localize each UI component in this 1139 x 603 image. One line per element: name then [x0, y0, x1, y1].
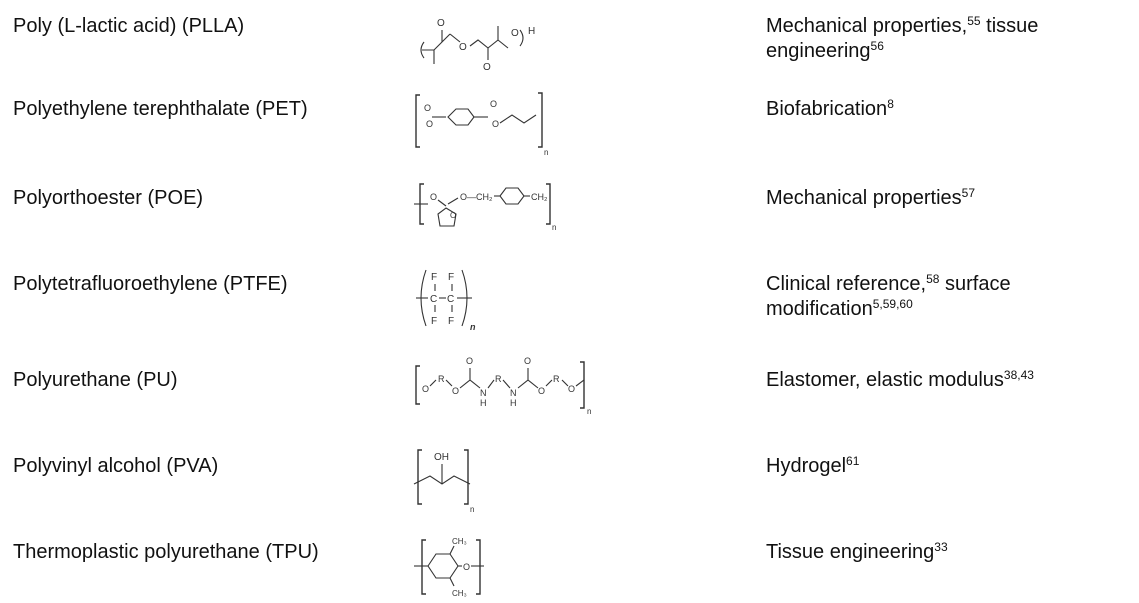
atom-h: H [510, 398, 517, 408]
atom-o: O [437, 18, 445, 29]
atom-o: O [450, 211, 456, 220]
polymer-name: Polyvinyl alcohol (PVA) [13, 455, 219, 477]
polymer-name: Polytetrafluoroethylene (PTFE) [13, 273, 288, 295]
atom-group: CH₃ [452, 537, 467, 546]
atom-o: O [459, 42, 467, 53]
atom-o: O [424, 103, 431, 113]
atom-r: R [553, 374, 560, 384]
atom-f: F [431, 272, 437, 283]
polymer-name: Thermoplastic polyurethane (TPU) [13, 541, 319, 563]
atom-o: O [452, 386, 459, 396]
atom-group: CH₃ [452, 589, 467, 598]
structure-poe: O O O—CH₂ CH₂ n [412, 176, 562, 243]
atom-o: O [490, 99, 497, 109]
table-row: Polytetrafluoroethylene (PTFE) F F C C F… [0, 269, 1139, 342]
application-text: Biofabrication8 [766, 97, 894, 120]
atom-o: O [483, 62, 491, 73]
atom-o: O [568, 384, 575, 394]
atom-r: R [438, 374, 445, 384]
polymer-name: Polyurethane (PU) [13, 369, 178, 391]
polymer-name: Poly (L-lactic acid) (PLLA) [13, 15, 245, 37]
atom-o: O [422, 384, 429, 394]
atom-o: O [538, 386, 545, 396]
application-text: Clinical reference,58 surface modificati… [766, 272, 1011, 320]
table-row: Polyorthoester (POE) O O O—CH₂ CH₂ n Mec… [0, 183, 1139, 256]
structure-ptfe: F F C C F F n [412, 264, 502, 341]
table-row: Thermoplastic polyurethane (TPU) CH₃ CH₃… [0, 537, 1139, 598]
polymer-name: Polyorthoester (POE) [13, 187, 204, 209]
atom-h: H [480, 398, 487, 408]
table-row: Polyethylene terephthalate (PET) O O O O… [0, 92, 1139, 167]
structure-pva: OH n [412, 444, 502, 521]
atom-o: O [463, 562, 470, 572]
atom-c: C [430, 294, 437, 305]
structure-pet: O O O O n [412, 87, 562, 164]
application-text: Hydrogel61 [766, 454, 860, 477]
atom-o: O [466, 356, 473, 366]
structure-tpu: CH₃ CH₃ O [412, 532, 502, 603]
table-row: Polyvinyl alcohol (PVA) OH n Hydrogel61 [0, 449, 1139, 524]
atom-r: R [495, 374, 502, 384]
atom-h: H [528, 26, 535, 37]
application-text: Tissue engineering33 [766, 540, 948, 563]
atom-o: O [426, 119, 433, 129]
polymer-name: Polyethylene terephthalate (PET) [13, 98, 308, 120]
structure-pu: O R O O N H R N H O O R [412, 352, 612, 427]
atom-o: O [524, 356, 531, 366]
application-text: Elastomer, elastic modulus38,43 [766, 368, 1034, 391]
repeat-n: n [470, 505, 474, 514]
atom-f: F [448, 316, 454, 327]
repeat-n: n [470, 322, 476, 332]
atom-f: F [431, 316, 437, 327]
atom-group: O—CH₂ [460, 192, 493, 202]
atom-group: CH₂ [531, 192, 548, 202]
repeat-n: n [587, 407, 591, 416]
table-row: Polyurethane (PU) O R O O N H R N H [0, 356, 1139, 438]
structure-plla: O O O O H [412, 12, 562, 87]
table-row: Poly (L-lactic acid) (PLLA) O O O O H Me… [0, 14, 1139, 84]
application-text: Mechanical properties57 [766, 186, 976, 209]
atom-group: OH [434, 452, 449, 463]
repeat-n: n [552, 223, 556, 232]
atom-n: N [510, 388, 517, 398]
atom-o: O [492, 119, 499, 129]
atom-o: O [511, 28, 519, 39]
application-text: Mechanical properties,55 tissue engineer… [766, 14, 1039, 62]
atom-o: O [430, 192, 437, 202]
repeat-n: n [544, 148, 548, 157]
atom-f: F [448, 272, 454, 283]
atom-c: C [447, 294, 454, 305]
atom-n: N [480, 388, 487, 398]
